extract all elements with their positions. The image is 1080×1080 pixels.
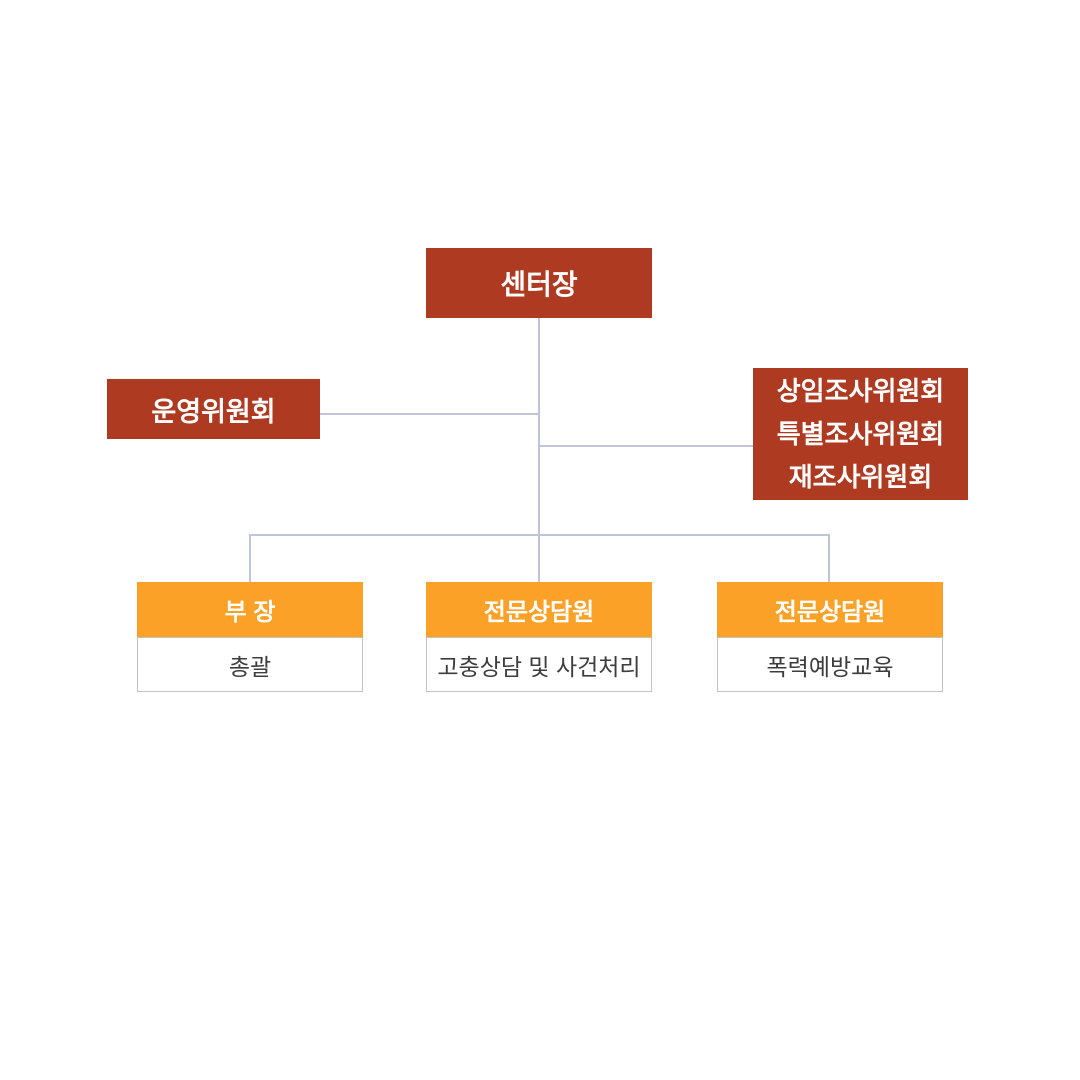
node-counselor-prevention-title: 전문상담원 [717,582,943,637]
node-counselor-casework-role-label: 고충상담 및 사건처리 [437,653,641,680]
node-counselor-prevention: 전문상담원 폭력예방교육 [717,582,943,692]
node-counselor-prevention-title-label: 전문상담원 [774,599,886,626]
connector-root-vertical [538,318,540,535]
committee-line-1: 상임조사위원회 [776,375,945,406]
node-counselor-casework: 전문상담원 고충상담 및 사건처리 [426,582,652,692]
committee-line-2: 특별조사위원회 [776,418,945,449]
node-department-head: 부 장 총괄 [137,582,363,692]
node-counselor-casework-title-label: 전문상담원 [483,599,595,626]
node-department-head-title-label: 부 장 [224,599,276,626]
node-department-head-role: 총괄 [137,637,363,692]
node-steering-committee-label: 운영위원회 [151,396,276,427]
connector-child-1-drop [249,534,251,582]
node-center-director-label: 센터장 [500,269,578,300]
committee-line-3: 재조사위원회 [788,461,933,492]
node-department-head-role-label: 총괄 [228,653,272,680]
connector-left-committee [320,413,540,415]
connector-child-2-drop [538,534,540,582]
node-counselor-casework-title: 전문상담원 [426,582,652,637]
node-department-head-title: 부 장 [137,582,363,637]
node-counselor-prevention-role-label: 폭력예방교육 [766,653,894,680]
node-counselor-prevention-role: 폭력예방교육 [717,637,943,692]
connector-child-3-drop [828,534,830,582]
node-center-director: 센터장 [426,248,652,318]
node-steering-committee: 운영위원회 [107,379,320,439]
node-counselor-casework-role: 고충상담 및 사건처리 [426,637,652,692]
node-investigation-committees: 상임조사위원회 특별조사위원회 재조사위원회 [753,368,968,500]
connector-right-committee [538,445,753,447]
